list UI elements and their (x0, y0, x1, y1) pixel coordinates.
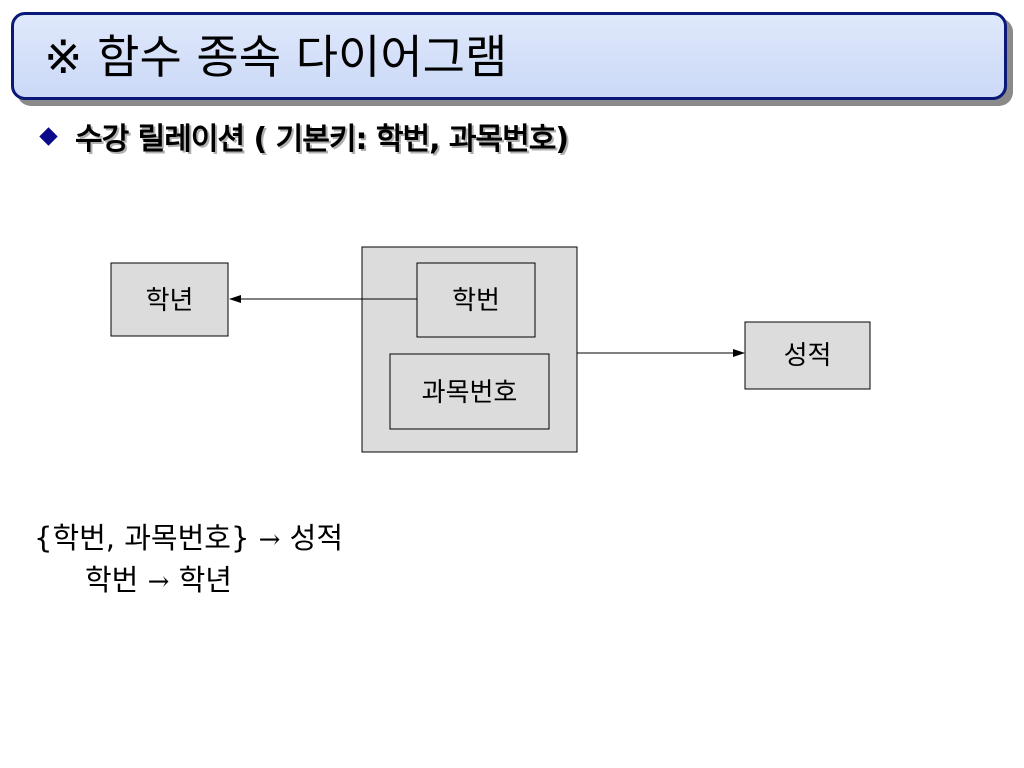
dependency-1-lhs: {학번, 과목번호} (34, 521, 250, 555)
node-course-id: 과목번호 (389, 353, 550, 430)
node-score-label: 성적 (784, 341, 832, 371)
dependency-2-rhs: 학년 (178, 563, 232, 597)
dependency-2-arrow: → (147, 567, 170, 597)
dependency-line-2: 학번 → 학년 (85, 562, 232, 600)
dependency-line-1: {학번, 과목번호} → 성적 (34, 520, 343, 558)
node-score: 성적 (744, 321, 871, 390)
subtitle: 수강 릴레이션 ( 기본키: 학번, 과목번호) (75, 122, 569, 157)
dependency-1-rhs: 성적 (289, 521, 344, 555)
page-title: ※ 함수 종속 다이어그램 (44, 30, 508, 84)
node-course-id-label: 과목번호 (422, 378, 518, 408)
title-banner: ※ 함수 종속 다이어그램 (11, 12, 1007, 100)
dependency-1-arrow: → (258, 525, 281, 555)
node-grade-year: 학년 (110, 262, 229, 337)
node-student-id: 학번 (416, 262, 536, 338)
subtitle-row: 수강 릴레이션 ( 기본키: 학번, 과목번호) (38, 116, 569, 157)
node-student-id-label: 학번 (452, 286, 500, 316)
dependency-2-lhs: 학번 (85, 563, 139, 597)
node-grade-year-label: 학년 (146, 286, 194, 316)
